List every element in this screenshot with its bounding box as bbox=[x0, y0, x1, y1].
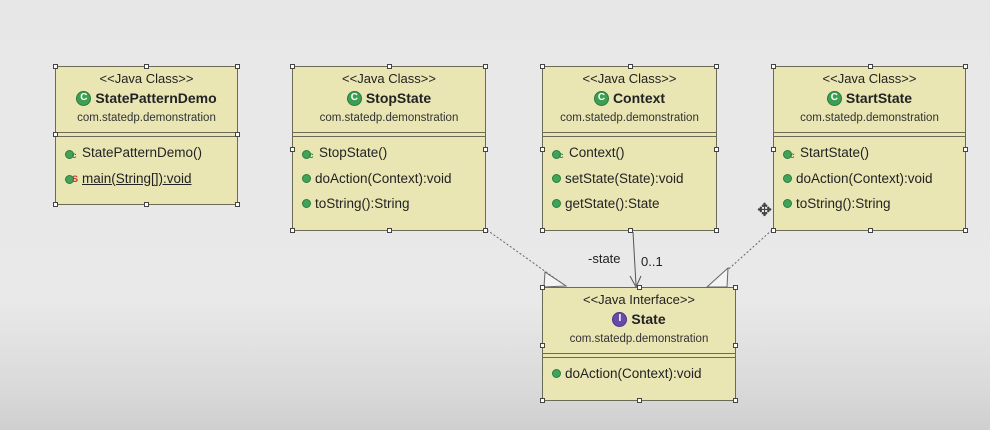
method-dot-icon bbox=[302, 173, 311, 183]
stopstate-realization-arrowhead bbox=[543, 271, 568, 288]
stereotype-label: <<Java Class>> bbox=[822, 71, 917, 86]
class-name: StatePatternDemo bbox=[95, 90, 217, 106]
interface-i-icon: I bbox=[612, 311, 628, 327]
method-dot-icon bbox=[302, 199, 311, 209]
constructor-icon: c bbox=[65, 147, 78, 160]
stereotype-label: <<Java Interface>> bbox=[582, 292, 696, 307]
class-c-icon: C bbox=[593, 90, 609, 106]
method-dot-icon bbox=[552, 199, 561, 209]
package-label: com.statedp.demonstration bbox=[77, 112, 216, 124]
association-multiplicity-label: 0..1 bbox=[641, 254, 663, 269]
context-state-association-edge bbox=[632, 231, 637, 286]
package-label: com.statedp.demonstration bbox=[569, 333, 709, 345]
method-dot-icon bbox=[552, 369, 561, 379]
member-item[interactable]: doAction(Context):void bbox=[783, 166, 965, 192]
interface-name: State bbox=[631, 311, 666, 327]
member-item[interactable]: toString():String bbox=[302, 191, 485, 217]
member-item[interactable]: getState():State bbox=[552, 191, 716, 217]
method-dot-icon bbox=[783, 173, 792, 183]
constructor-icon: c bbox=[552, 147, 565, 160]
startstate-realization-edge bbox=[711, 229, 773, 285]
stereotype-label: <<Java Class>> bbox=[582, 71, 677, 86]
static-method-icon: S bbox=[65, 172, 78, 185]
stereotype-label: <<Java Class>> bbox=[342, 71, 436, 86]
constructor-icon: c bbox=[783, 147, 796, 160]
package-label: com.statedp.demonstration bbox=[800, 112, 939, 124]
constructor-icon: c bbox=[302, 147, 315, 160]
method-dot-icon bbox=[783, 199, 792, 209]
class-name: StopState bbox=[365, 90, 432, 106]
package-label: com.statedp.demonstration bbox=[319, 112, 459, 124]
class-name: Context bbox=[612, 90, 666, 106]
package-label: com.statedp.demonstration bbox=[560, 112, 699, 124]
member-item[interactable]: toString():String bbox=[783, 191, 965, 217]
stereotype-label: <<Java Class>> bbox=[99, 71, 194, 86]
startstate-realization-arrowhead bbox=[705, 266, 729, 288]
move-cursor-icon: ✥ bbox=[757, 200, 773, 220]
member-item[interactable]: doAction(Context):void bbox=[302, 166, 485, 192]
member-item[interactable]: doAction(Context):void bbox=[552, 361, 735, 387]
method-dot-icon bbox=[552, 173, 561, 183]
class-c-icon: C bbox=[76, 90, 92, 106]
class-name: StartState bbox=[845, 90, 913, 106]
association-role-label: -state bbox=[588, 251, 621, 266]
class-c-icon: C bbox=[346, 90, 362, 106]
member-item[interactable]: setState(State):void bbox=[552, 166, 716, 192]
class-c-icon: C bbox=[826, 90, 842, 106]
